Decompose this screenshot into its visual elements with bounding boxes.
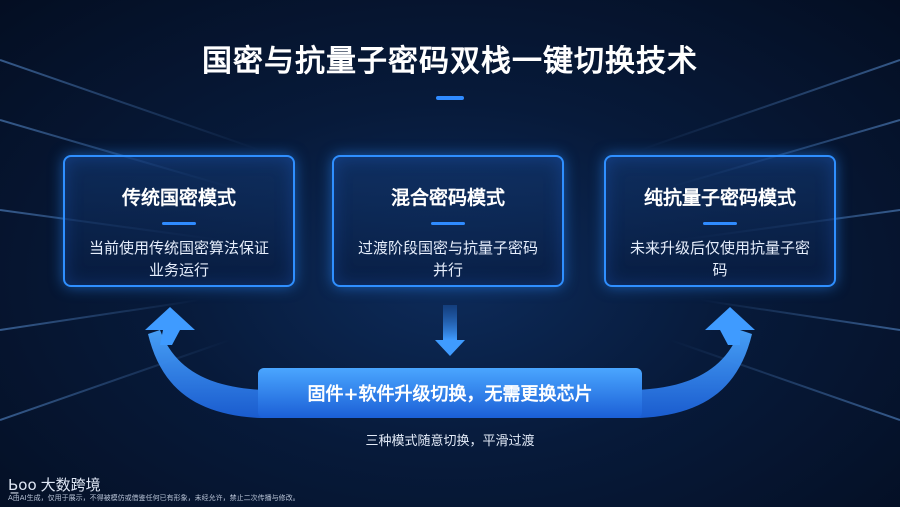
card-title: 纯抗量子密码模式 (643, 187, 796, 209)
down-arrow-head (435, 340, 465, 356)
logo-text: 大数跨境 (40, 476, 101, 494)
card-description: 过渡阶段国密与抗量子密码并行 (358, 239, 539, 279)
card-title: 混合密码模式 (390, 187, 505, 209)
card-underline (162, 222, 196, 225)
mode-card-traditional: 传统国密模式 当前使用传统国密算法保证业务运行 (63, 155, 295, 287)
page-title: 国密与抗量子密码双栈一键切换技术 (202, 44, 698, 79)
mode-card-hybrid: 混合密码模式 过渡阶段国密与抗量子密码并行 (332, 155, 564, 287)
disclaimer: A由AI生成，仅用于展示，不得被模仿或借鉴任何已有形象，未经允许，禁止二次传播与… (8, 494, 300, 502)
banner-box (258, 368, 642, 418)
left-up-arrow (145, 307, 195, 345)
subtitle: 三种模式随意切换，平滑过渡 (365, 434, 535, 449)
card-underline (703, 222, 737, 225)
card-description: 未来升级后仅使用抗量子密码 (630, 239, 811, 279)
card-description: 当前使用传统国密算法保证业务运行 (89, 239, 270, 279)
down-arrow-shaft (443, 305, 457, 340)
right-up-arrow (705, 307, 755, 345)
logo-mark: Ь̲oo (8, 475, 37, 494)
card-title: 传统国密模式 (121, 187, 236, 209)
brand-logo: Ь̲oo 大数跨境 (8, 474, 101, 495)
banner-text: 固件+软件升级切换，无需更换芯片 (307, 384, 593, 405)
title-underline (436, 96, 464, 100)
mode-card-post-quantum: 纯抗量子密码模式 未来升级后仅使用抗量子密码 (604, 155, 836, 287)
card-underline (431, 222, 465, 225)
